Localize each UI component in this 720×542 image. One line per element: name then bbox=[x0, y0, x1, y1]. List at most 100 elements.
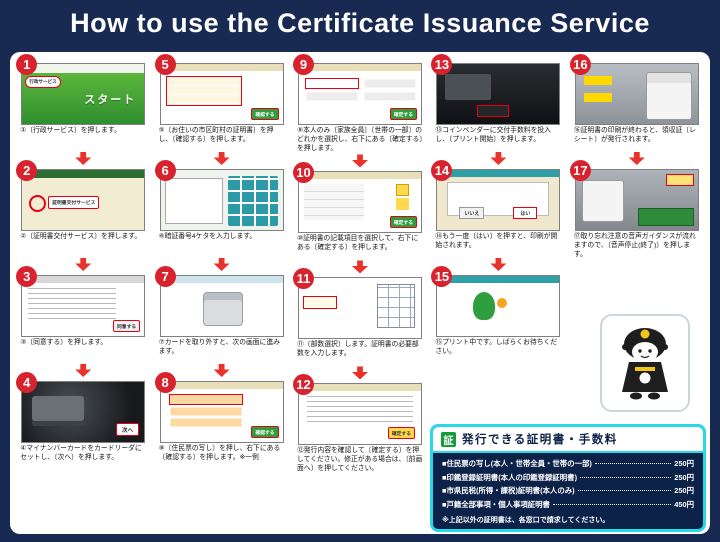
step-13: 13 ⑬コインベンダーに交付手数料を投入し、〔プリント開始〕を押します。 bbox=[431, 54, 562, 151]
down-arrow-icon bbox=[352, 154, 369, 168]
step-caption: ⑫発行内容を確認して〔確定する〕を押してください。修正がある場合は、〔前画面へ〕… bbox=[297, 447, 423, 473]
screenshot-decoration bbox=[202, 292, 243, 326]
step-screenshot: 確認する bbox=[159, 381, 284, 443]
fee-list: ■住民票の写し(本人・世帯全員・世帯の一部)250円■印鑑登録証明書(本人の印鑑… bbox=[433, 453, 703, 512]
step-screenshot: 確定する bbox=[298, 171, 423, 234]
screenshot-decoration bbox=[477, 105, 510, 117]
screenshot-button-label: 行政サービス bbox=[25, 76, 61, 88]
step-number-badge: 6 bbox=[154, 160, 176, 181]
step-number-badge: 4 bbox=[16, 372, 38, 393]
down-arrow-icon bbox=[628, 152, 645, 165]
fee-item: ■市県民税(所得・課税)証明書(本人のみ) 250円 bbox=[442, 485, 694, 496]
step-caption: ⑬コインベンダーに交付手数料を投入し、〔プリント開始〕を押します。 bbox=[435, 127, 551, 143]
screenshot-button-label: 確認する bbox=[251, 108, 279, 120]
step-screenshot: 証明書交付サービス bbox=[21, 169, 146, 231]
screenshot-decoration bbox=[32, 396, 85, 426]
step-screenshot: 次へ bbox=[21, 381, 146, 443]
step-number-badge: 14 bbox=[431, 160, 453, 181]
down-arrow-icon bbox=[352, 260, 369, 274]
step-number-badge: 15 bbox=[431, 266, 453, 287]
step-screenshot: いいえはい bbox=[436, 169, 561, 231]
step-2: 2 証明書交付サービス ②〔証明書交付サービス〕を押します。 bbox=[16, 160, 147, 257]
fee-note: ※上記以外の証明書は、各窓口で請求してください。 bbox=[442, 516, 610, 524]
step-number-badge: 10 bbox=[293, 162, 315, 184]
down-arrow-icon bbox=[352, 366, 369, 380]
screenshot-button-label: 確定する bbox=[387, 427, 416, 440]
step-screenshot: 同意する bbox=[21, 275, 146, 337]
step-caption: ②〔証明書交付サービス〕を押します。 bbox=[20, 233, 142, 240]
fee-item: ■印鑑登録証明書(本人の印鑑登録証明書)250円 bbox=[442, 472, 694, 483]
step-number-badge: 8 bbox=[154, 372, 176, 393]
step-caption: ⑯証明書の印刷が終わると、領収証〔レシート〕が発行されます。 bbox=[573, 127, 696, 143]
down-arrow-icon bbox=[75, 258, 92, 271]
screenshot-button-label: 次へ bbox=[116, 423, 140, 436]
screenshot-decoration bbox=[581, 180, 624, 222]
screenshot-decoration bbox=[645, 72, 692, 120]
step-caption: ⑮プリント中です。しばらくお待ちください。 bbox=[435, 339, 558, 355]
step-15: 15 ⑮プリント中です。しばらくお待ちください。 bbox=[431, 266, 562, 363]
fee-title: 発行できる証明書・手数料 bbox=[462, 434, 618, 446]
down-arrow-icon bbox=[75, 364, 92, 377]
screenshot-decoration bbox=[165, 76, 242, 106]
step-caption: ④マイナンバーカードをカードリーダにセットし、〔次へ〕を押します。 bbox=[20, 445, 142, 461]
fee-item-price: 450円 bbox=[674, 499, 694, 509]
dot-leader bbox=[552, 503, 672, 505]
step-caption: ⑦カードを取り外すと、次の画面に進みます。 bbox=[158, 339, 280, 355]
poster-title: How to use the Certificate Issuance Serv… bbox=[70, 8, 650, 38]
step-screenshot: 確認する bbox=[159, 63, 284, 125]
mascot-character-icon bbox=[622, 328, 668, 400]
screenshot-decoration bbox=[445, 74, 492, 100]
step-screenshot bbox=[298, 277, 423, 340]
screenshot-decoration bbox=[396, 184, 410, 197]
screenshot-decoration bbox=[583, 76, 612, 85]
step-caption: ①〔行政サービス〕を押します。 bbox=[20, 127, 121, 134]
step-screenshot: 行政サービススタート bbox=[21, 63, 146, 125]
dot-leader bbox=[580, 476, 672, 478]
step-caption: ⑰取り忘れ注意の音声ガイダンスが流れますので、〔音声停止(終了)〕を押します。 bbox=[573, 233, 696, 258]
step-screenshot: 確定する bbox=[298, 383, 423, 446]
screenshot-decoration bbox=[473, 292, 496, 320]
screenshot-button-label: 同意する bbox=[113, 320, 141, 332]
down-arrow-icon bbox=[213, 152, 230, 165]
screenshot-decoration bbox=[29, 195, 47, 212]
step-screenshot bbox=[159, 169, 284, 231]
screenshot-button-label: 証明書交付サービス bbox=[48, 196, 100, 209]
fee-item-price: 250円 bbox=[674, 486, 694, 496]
step-number-badge: 3 bbox=[16, 266, 38, 287]
step-number-badge: 2 bbox=[16, 160, 38, 181]
fee-item-price: 250円 bbox=[674, 472, 694, 482]
down-arrow-icon bbox=[490, 258, 507, 271]
step-caption: ③〔同意する〕を押します。 bbox=[20, 339, 108, 346]
step-screenshot bbox=[159, 275, 284, 337]
screenshot-button-label: はい bbox=[513, 207, 538, 219]
step-caption: ⑥暗証番号4ケタを入力します。 bbox=[158, 233, 257, 240]
mascot-box bbox=[600, 314, 690, 412]
step-caption: ⑨本人のみ〔家族全員〕〔世帯の一部〕のどれかを選択し、右下にある〔確定する〕を押… bbox=[297, 127, 423, 152]
step-number-badge: 16 bbox=[569, 54, 591, 75]
step-number-badge: 13 bbox=[431, 54, 453, 75]
fee-item-name: ■市県民税(所得・課税)証明書(本人のみ) bbox=[442, 486, 575, 496]
screenshot-button-label: スタート bbox=[84, 94, 137, 106]
dot-leader bbox=[577, 490, 672, 492]
down-arrow-icon bbox=[213, 364, 230, 377]
screenshot-button-label: 確定する bbox=[389, 216, 418, 229]
fee-item-price: 250円 bbox=[674, 459, 694, 468]
fee-item-name: ■住民票の写し(本人・世帯全員・世帯の一部) bbox=[442, 459, 592, 468]
fee-header: 証 発行できる証明書・手数料 bbox=[433, 427, 703, 453]
step-caption: ⑤〔お住いの市区町村の証明書〕を押し、〔確認する〕を押します。 bbox=[158, 127, 274, 143]
step-number-badge: 11 bbox=[293, 268, 315, 290]
